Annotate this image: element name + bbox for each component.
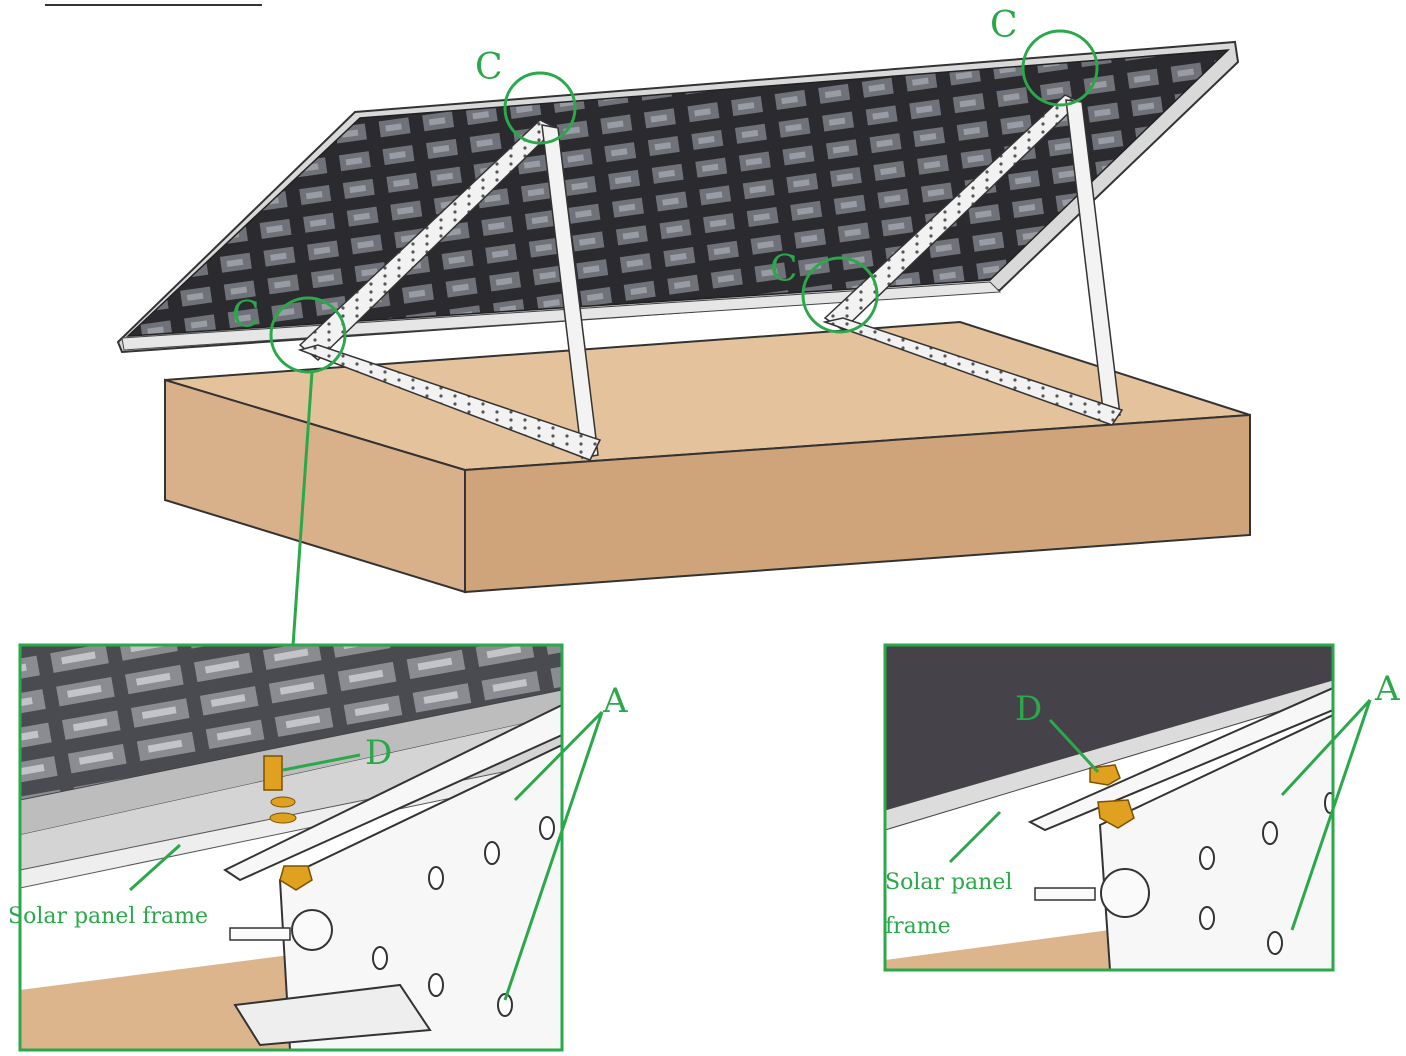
label-solar-panel-frame-right-line1: Solar panel [885, 870, 1013, 895]
label-a-right: A [1375, 669, 1400, 709]
label-a-left: A [603, 681, 628, 721]
callout-circle-top-right [1021, 29, 1099, 107]
label-solar-panel-frame-right-line2: frame [885, 914, 951, 939]
callout-circle-mid-left [269, 296, 347, 374]
detail-leader-line [290, 371, 314, 661]
bolt-d-left [263, 755, 283, 791]
right-detail-view [883, 643, 1335, 972]
left-detail-border [18, 643, 564, 1052]
label-c-top-right: C [990, 5, 1018, 46]
label-d-left: D [365, 733, 393, 773]
support-brackets [297, 94, 1124, 461]
callout-circles [269, 29, 1099, 374]
label-d-right: D [1015, 689, 1043, 729]
label-c-top-left: C [475, 47, 503, 88]
nut-left [279, 865, 313, 891]
label-solar-panel-frame-left: Solar panel frame [8, 904, 209, 929]
label-c-mid-right: C [770, 249, 798, 290]
callout-circle-top-left [503, 71, 577, 145]
a-leader-lines [503, 698, 1372, 1001]
left-detail-view [18, 643, 564, 1052]
callout-circle-mid-right [801, 256, 879, 334]
nut-right [1097, 799, 1135, 829]
label-c-mid-left: C [232, 295, 260, 336]
roof-base-block [164, 320, 1251, 594]
